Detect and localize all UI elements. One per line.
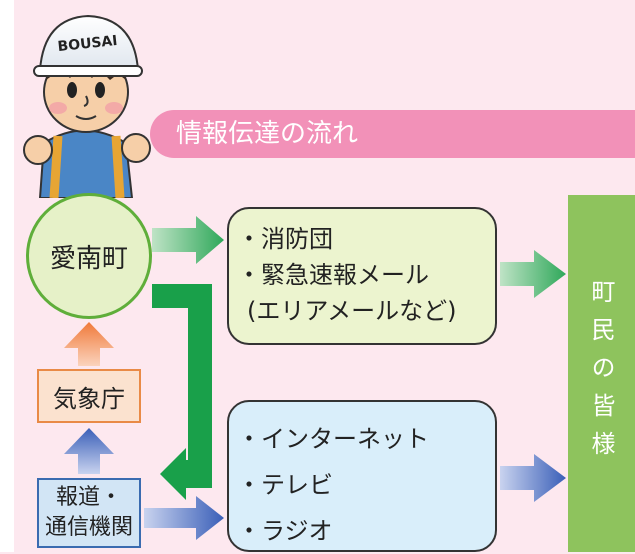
media-label-line2: 通信機関 [44, 515, 133, 540]
meteorological-agency-node: 気象庁 [37, 369, 141, 423]
arrow-blue-to-residents [500, 454, 566, 502]
aino-town-node: 愛南町 [26, 193, 152, 319]
left-margin-strip [0, 0, 14, 552]
list-item-internet: ・インターネット [237, 425, 429, 453]
page-title: 情報伝達の流れ [150, 110, 635, 158]
arrow-aino-to-media [152, 284, 212, 500]
aino-town-label: 愛南町 [49, 243, 128, 274]
helmet-label: BOUSAI [57, 33, 118, 55]
residents-node: 町民の皆様 [568, 195, 635, 552]
broadcast-channels-box: ・インターネット ・テレビ ・ラジオ [227, 400, 497, 552]
list-item-emergency-mail: ・緊急速報メール [237, 261, 429, 289]
arrow-green-to-residents [500, 250, 566, 298]
meteorological-agency-label: 気象庁 [53, 384, 125, 413]
arrow-media-to-kisho [64, 428, 114, 474]
list-item-fire-brigade: ・消防団 [237, 225, 333, 253]
mascot-illustration: BOUSAI [23, 14, 151, 198]
arrow-aino-to-fire [152, 216, 224, 264]
list-item-emergency-mail-note: (エリアメールなど) [247, 297, 457, 325]
arrow-media-to-broadcast [144, 496, 224, 540]
residents-label: 町民の皆様 [587, 278, 615, 469]
media-node: 報道・ 通信機関 [37, 478, 141, 548]
list-item-radio: ・ラジオ [237, 517, 333, 545]
arrow-kisho-to-aino [64, 322, 114, 366]
media-label-line1: 報道・ [55, 485, 122, 510]
list-item-tv: ・テレビ [237, 471, 333, 499]
local-channels-box: ・消防団 ・緊急速報メール (エリアメールなど) [227, 207, 497, 345]
